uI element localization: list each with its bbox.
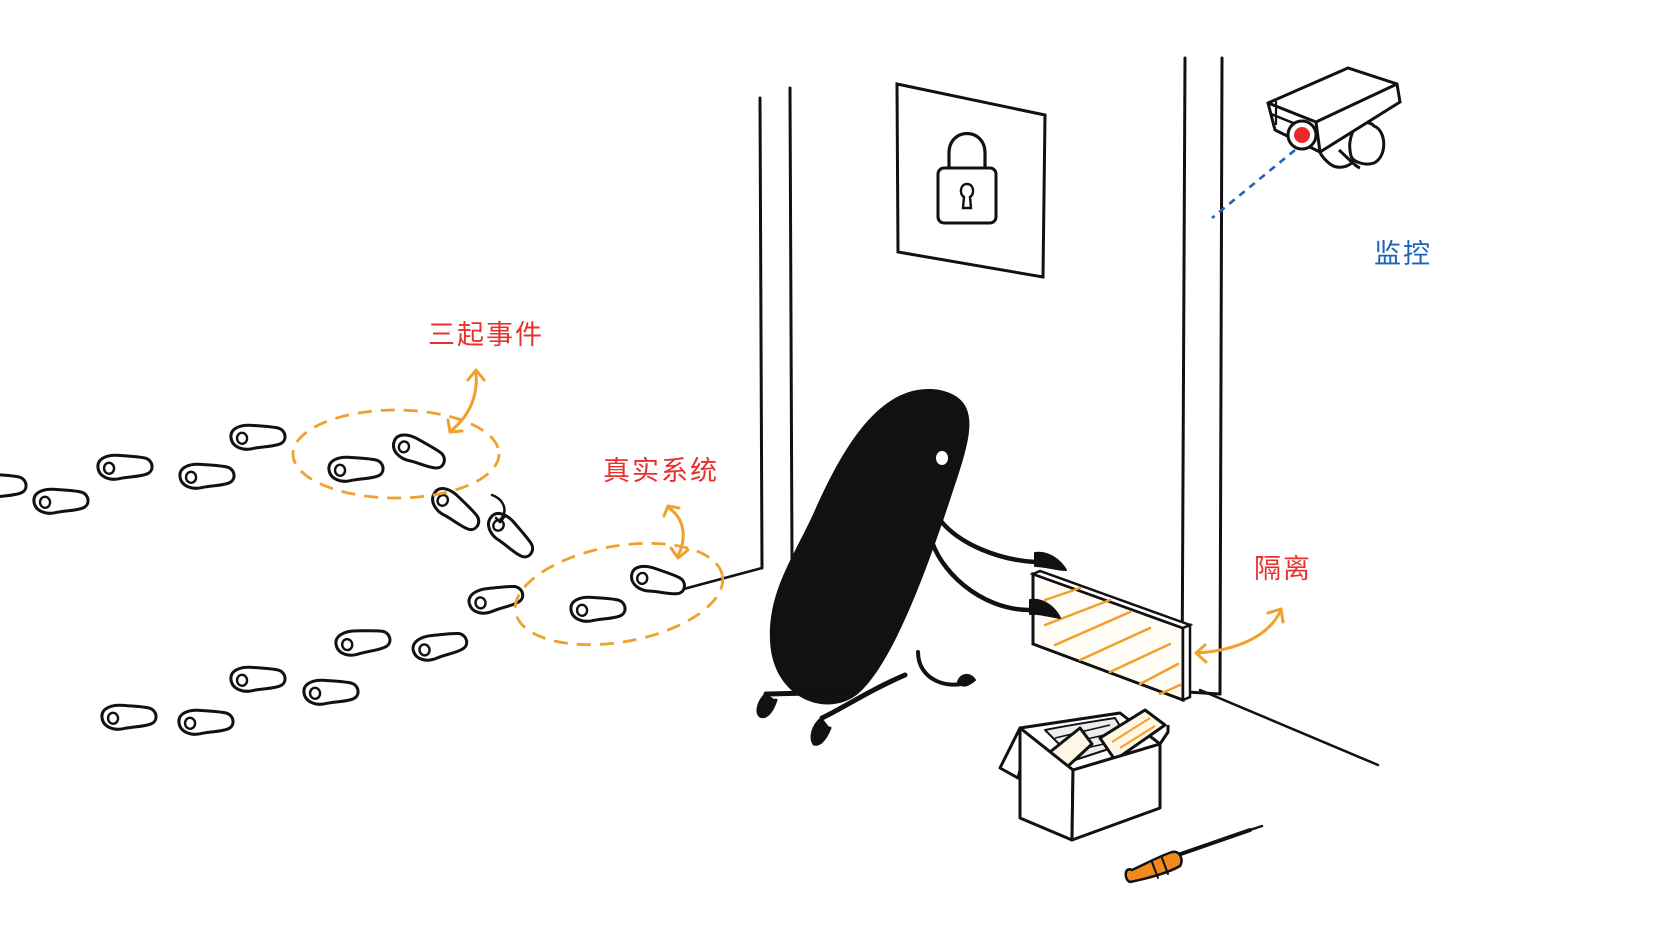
security-camera-icon (1266, 66, 1402, 170)
isolation-board (1029, 569, 1194, 703)
monitoring-label: 监控 (1374, 239, 1432, 270)
character (756, 389, 1067, 746)
camera-lens (1294, 127, 1310, 143)
incidents-label: 三起事件 (428, 320, 544, 351)
real-system-arrow (667, 506, 685, 558)
motion-marks (490, 493, 507, 524)
pointer-arrows (446, 368, 1285, 664)
real-system-label: 真实系统 (603, 456, 719, 487)
floor-lines (678, 566, 1380, 767)
incidents-arrow (450, 371, 478, 432)
incidents-highlight (291, 408, 501, 500)
highlight-ellipses (291, 408, 725, 647)
screwdriver-icon (1124, 824, 1264, 884)
isolation-arrow (1196, 610, 1282, 655)
door (758, 56, 1224, 696)
camera-sight-line (1211, 148, 1296, 220)
isolation-label: 隔离 (1254, 554, 1312, 585)
padlock-icon (895, 82, 1047, 279)
footprints (0, 420, 689, 738)
real-system-highlight (513, 541, 725, 647)
box-of-parts (998, 708, 1170, 842)
